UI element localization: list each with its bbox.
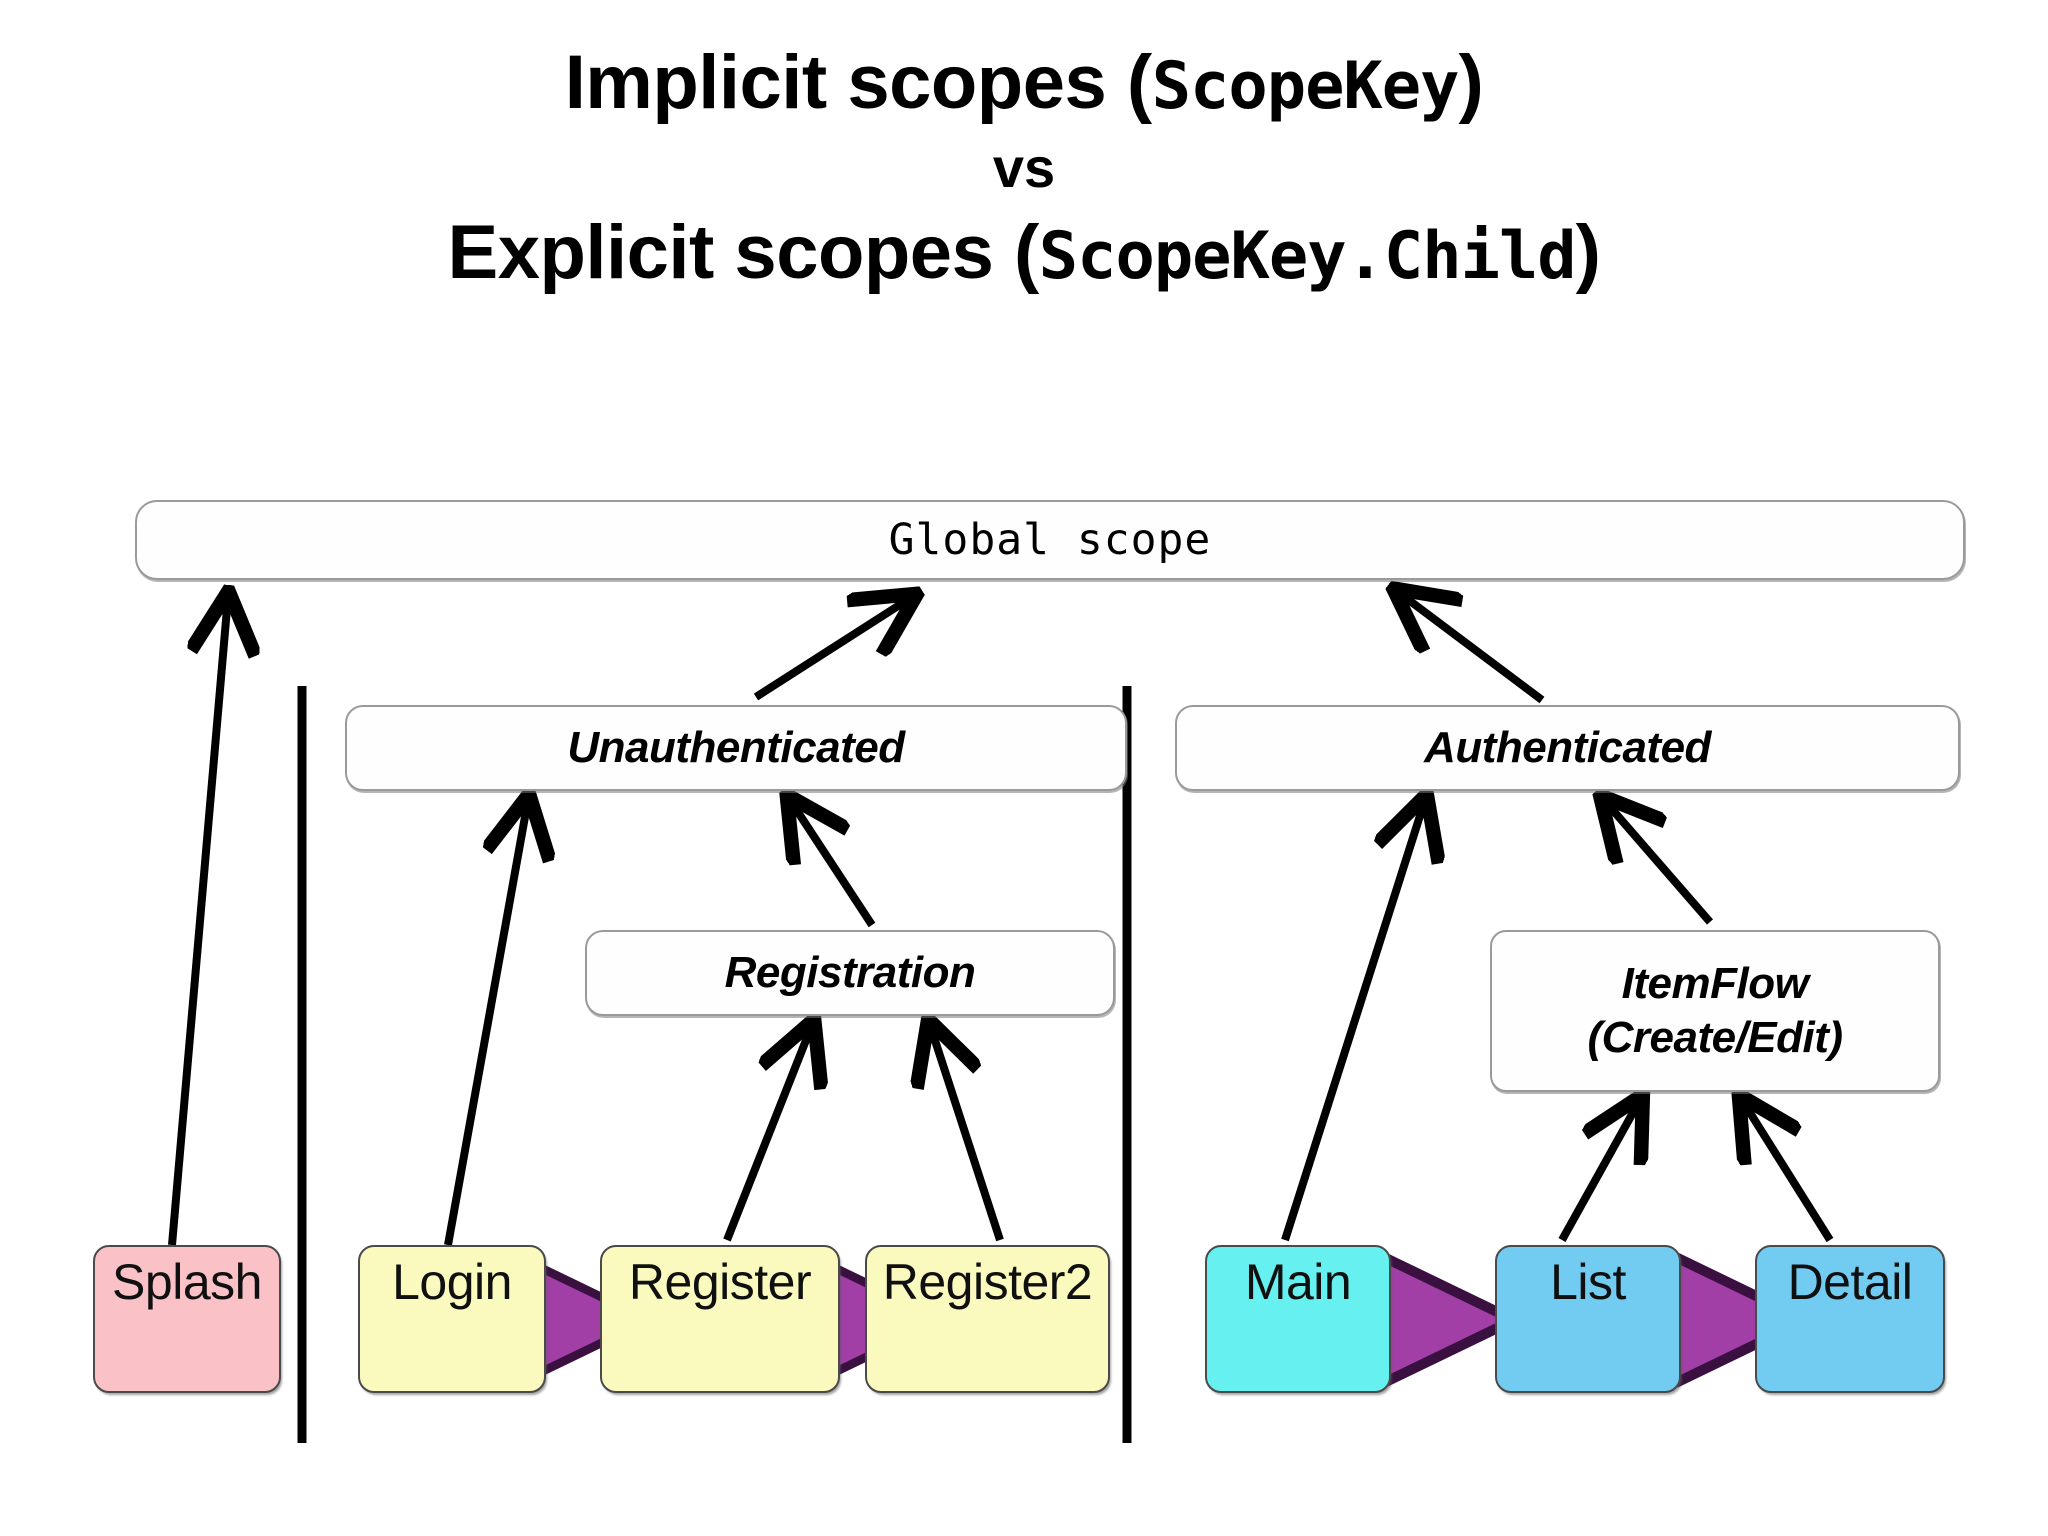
scope-label-itemflow-line1: ItemFlow [1621,959,1809,1009]
edge-register2-to-registration [930,1025,1004,1242]
scope-label-unauthenticated: Unauthenticated [567,723,905,773]
title-line-explicit: Explicit scopes (ScopeKey.Child) [0,210,2048,295]
screen-box-main[interactable]: Main [1205,1245,1391,1393]
screen-label-register2: Register2 [882,1254,1093,1310]
title-block: Implicit scopes (ScopeKey) vs Explicit s… [0,40,2048,295]
screen-label-main: Main [1244,1254,1352,1310]
screen-label-register: Register [628,1254,812,1310]
scope-label-itemflow: ItemFlow (Create/Edit) [1587,957,1843,1064]
title-explicit-code: ScopeKey.Child [1038,217,1577,294]
screen-box-splash[interactable]: Splash [93,1245,281,1393]
screen-box-register2[interactable]: Register2 [865,1245,1110,1393]
scope-box-registration[interactable]: Registration [585,930,1115,1016]
screen-label-list: List [1550,1254,1626,1310]
scope-box-global[interactable]: Global scope [135,500,1965,580]
screen-box-login[interactable]: Login [358,1245,546,1393]
edge-list-to-itemflow [1558,1100,1640,1242]
title-implicit-suffix: ) [1458,40,1484,125]
edge-itemflow-to-authenticated [1604,800,1714,925]
title-explicit-suffix: ) [1575,209,1601,295]
scope-label-registration: Registration [724,948,976,998]
edge-main-to-authenticated [1281,800,1425,1242]
scope-box-unauthenticated[interactable]: Unauthenticated [345,705,1127,791]
title-explicit-prefix: Explicit scopes ( [447,209,1040,295]
edge-register-to-registration [723,1025,812,1242]
edge-unauthenticated-to-global [753,597,912,701]
title-line-implicit: Implicit scopes (ScopeKey) [0,40,2048,125]
title-implicit-prefix: Implicit scopes ( [564,40,1153,125]
edge-detail-to-itemflow [1742,1100,1834,1243]
screen-label-login: Login [392,1254,512,1310]
edge-authenticated-to-global [1398,592,1545,704]
edge-login-to-unauthenticated [444,800,528,1246]
scope-box-authenticated[interactable]: Authenticated [1175,705,1960,791]
scope-box-itemflow[interactable]: ItemFlow (Create/Edit) [1490,930,1940,1092]
screen-box-detail[interactable]: Detail [1755,1245,1945,1393]
scope-label-itemflow-line2: (Create/Edit) [1587,1013,1843,1062]
screen-box-register[interactable]: Register [600,1245,840,1393]
edge-splash-to-global [168,597,228,1246]
screen-label-splash: Splash [112,1254,262,1310]
edge-registration-to-unauthenticated [790,800,876,928]
screen-label-detail: Detail [1787,1254,1913,1310]
screen-box-list[interactable]: List [1495,1245,1681,1393]
title-implicit-code: ScopeKey [1151,48,1460,124]
title-vs: vs [992,136,1056,200]
scope-label-global: Global scope [888,515,1212,565]
scope-label-authenticated: Authenticated [1424,723,1711,773]
